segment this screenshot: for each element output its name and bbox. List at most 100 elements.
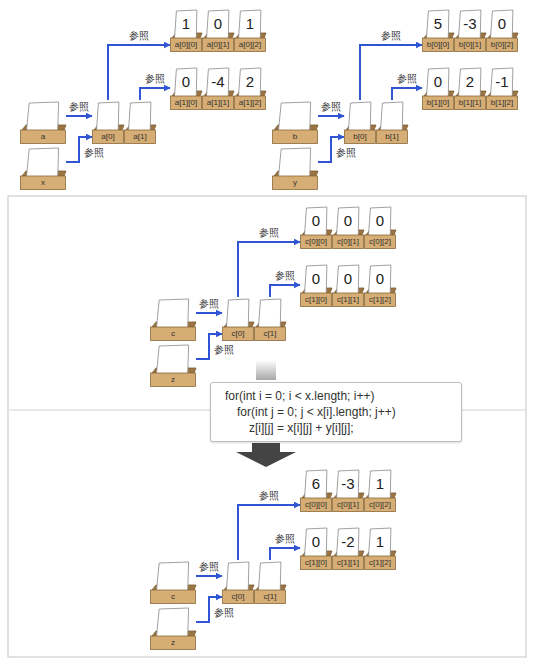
reference-box: c[1] [254, 297, 286, 341]
edge-label: 参照 [198, 561, 220, 573]
reference-box: b[1] [376, 100, 408, 144]
element-value: 0 [486, 13, 518, 35]
reference-arrow [108, 45, 170, 100]
panel-frame [8, 196, 526, 657]
box-name: c[1][1] [332, 556, 364, 570]
box-name: a[1][1] [202, 96, 234, 110]
box-name: c[0][2] [364, 235, 396, 249]
variable-box: a [20, 100, 66, 144]
box-name: b[0][2] [486, 38, 518, 52]
element-value: 0 [364, 268, 396, 290]
variable-box: c [150, 560, 196, 604]
reference-box: c[0] [222, 297, 254, 341]
down-arrow [236, 443, 296, 467]
edge-label: 参照 [274, 533, 296, 545]
array-element-box: 1a[0][2] [234, 8, 266, 52]
array-element-box: -3 c[0][1] [332, 468, 364, 512]
array-element-box: 0 a[1][0] [170, 66, 202, 110]
array-element-box: 0c[1][0] [300, 263, 332, 307]
code-line: for(int i = 0; i < x.length; i++) [225, 388, 374, 404]
edge-label: 参照 [274, 270, 296, 282]
array-element-box: 1a[0][0] [170, 8, 202, 52]
reference-arrow [238, 242, 300, 297]
edge-label: 参照 [128, 30, 150, 42]
edge-label: 参照 [258, 227, 280, 239]
box-name: c[0] [222, 327, 254, 341]
reference-arrow [196, 312, 222, 314]
box-name: b[0][0] [422, 38, 454, 52]
box-name: c[1][0] [300, 556, 332, 570]
code-line: z[i][j] = x[i][j] + y[i][j]; [249, 420, 354, 436]
element-value: -2 [332, 531, 364, 553]
reference-arrow [270, 548, 300, 560]
array-element-box: 0 c[1][1] [332, 263, 364, 307]
variable-box: z [150, 343, 196, 387]
fade-arrow [256, 360, 276, 380]
box-name: c [150, 327, 196, 341]
box-name: b[1] [376, 130, 408, 144]
box-name: x [20, 176, 66, 190]
element-value: 0 [422, 71, 454, 93]
edge-label: 参照 [320, 101, 342, 113]
box-name: c[1][2] [364, 556, 396, 570]
box-name: c[0][1] [332, 498, 364, 512]
reference-box: b[0] [344, 100, 376, 144]
box-name: a[1] [124, 130, 156, 144]
variable-box: b [272, 100, 318, 144]
element-value: -3 [332, 473, 364, 495]
reference-box: a[1] [124, 100, 156, 144]
array-element-box: 6c[0][0] [300, 468, 332, 512]
box-name: y [272, 176, 318, 190]
edge-label: 参照 [213, 607, 235, 619]
element-value: -1 [486, 71, 518, 93]
array-element-box: 2b[1][1] [454, 66, 486, 110]
edge-label: 参照 [198, 298, 220, 310]
array-element-box: 1c[1][2] [364, 526, 396, 570]
array-element-box: 0a[0][1] [202, 8, 234, 52]
box-name: a [20, 130, 66, 144]
box-name: a[0][2] [234, 38, 266, 52]
reference-arrow [238, 505, 300, 560]
box-name: c[0][0] [300, 498, 332, 512]
array-element-box: 0 c[0][2] [364, 205, 396, 249]
box-name: c[0][2] [364, 498, 396, 512]
element-value: 5 [422, 13, 454, 35]
box-name: a[1][2] [234, 96, 266, 110]
edge-label: 参照 [380, 30, 402, 42]
edge-label: 参照 [396, 73, 418, 85]
edge-label: 参照 [335, 147, 357, 159]
array-element-box: 0c[1][2] [364, 263, 396, 307]
array-element-box: 1c[0][2] [364, 468, 396, 512]
reference-arrow [392, 88, 422, 100]
variable-box: z [150, 606, 196, 650]
edge-label: 参照 [213, 344, 235, 356]
box-name: c [150, 590, 196, 604]
reference-arrow [196, 575, 222, 577]
element-value: -3 [454, 13, 486, 35]
box-name: b[1][1] [454, 96, 486, 110]
edge-label: 参照 [83, 147, 105, 159]
array-element-box: -3b[0][1] [454, 8, 486, 52]
array-element-box: -2 c[1][1] [332, 526, 364, 570]
element-value: 0 [364, 210, 396, 232]
array-element-box: 0 b[0][2] [486, 8, 518, 52]
element-value: 0 [332, 268, 364, 290]
array-element-box: 0c[1][0] [300, 526, 332, 570]
box-name: c[0] [222, 590, 254, 604]
box-name: a[0] [92, 130, 124, 144]
reference-arrow [66, 115, 92, 117]
box-name: b [272, 130, 318, 144]
array-element-box: 5 b[0][0] [422, 8, 454, 52]
reference-box: c[0] [222, 560, 254, 604]
element-value: 0 [202, 13, 234, 35]
box-name: c[1][1] [332, 293, 364, 307]
array-element-box: 0b[1][0] [422, 66, 454, 110]
array-element-box: -1b[1][2] [486, 66, 518, 110]
element-value: 0 [332, 210, 364, 232]
element-value: 0 [170, 71, 202, 93]
box-name: a[0][0] [170, 38, 202, 52]
reference-arrow [360, 45, 422, 100]
box-name: a[1][0] [170, 96, 202, 110]
box-name: c[1] [254, 590, 286, 604]
